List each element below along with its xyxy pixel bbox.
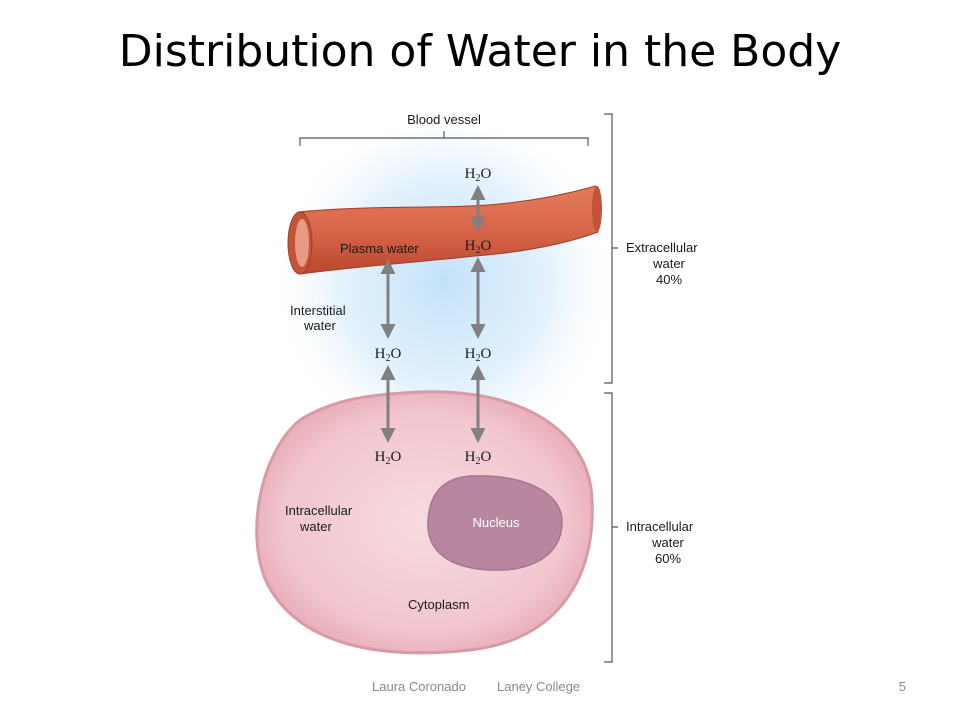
extracellular-side-label-line2: water	[652, 256, 685, 271]
plasma-water-label: Plasma water	[340, 241, 419, 256]
extracellular-side-label-line1: Extracellular	[626, 240, 698, 255]
h2o-label: H2O	[465, 346, 492, 364]
nucleus	[427, 475, 563, 571]
h2o-label: H2O	[465, 238, 492, 256]
cell-membrane	[255, 390, 594, 655]
slide-number: 5	[898, 679, 906, 694]
intracellular-percent: 60%	[655, 551, 681, 566]
vessel-lumen	[295, 219, 309, 267]
extracellular-percent: 40%	[656, 272, 682, 287]
blood-vessel	[297, 185, 599, 275]
slide-title: Distribution of Water in the Body	[118, 26, 842, 77]
nucleus-label: Nucleus	[473, 515, 520, 530]
h2o-label: H2O	[375, 449, 402, 467]
h2o-label: H2O	[465, 166, 492, 184]
extracellular-bracket	[604, 113, 618, 384]
blood-vessel-bracket	[299, 131, 589, 146]
intracellular-bracket	[604, 392, 618, 663]
interstitial-label-line2: water	[303, 318, 336, 333]
h2o-label: H2O	[465, 449, 492, 467]
footer-organization: Laney College	[497, 679, 581, 694]
intracellular-label-line1: Intracellular	[285, 503, 353, 518]
footer-author: Laura Coronado	[372, 679, 466, 694]
intracellular-side-label-line1: Intracellular	[626, 519, 694, 534]
cytoplasm-label: Cytoplasm	[408, 597, 469, 612]
interstitial-label-line1: Interstitial	[290, 303, 346, 318]
intracellular-side-label-line2: water	[651, 535, 684, 550]
blood-vessel-label: Blood vessel	[407, 112, 481, 127]
intracellular-label-line2: water	[299, 519, 332, 534]
h2o-label: H2O	[375, 346, 402, 364]
vessel-end	[592, 186, 602, 232]
